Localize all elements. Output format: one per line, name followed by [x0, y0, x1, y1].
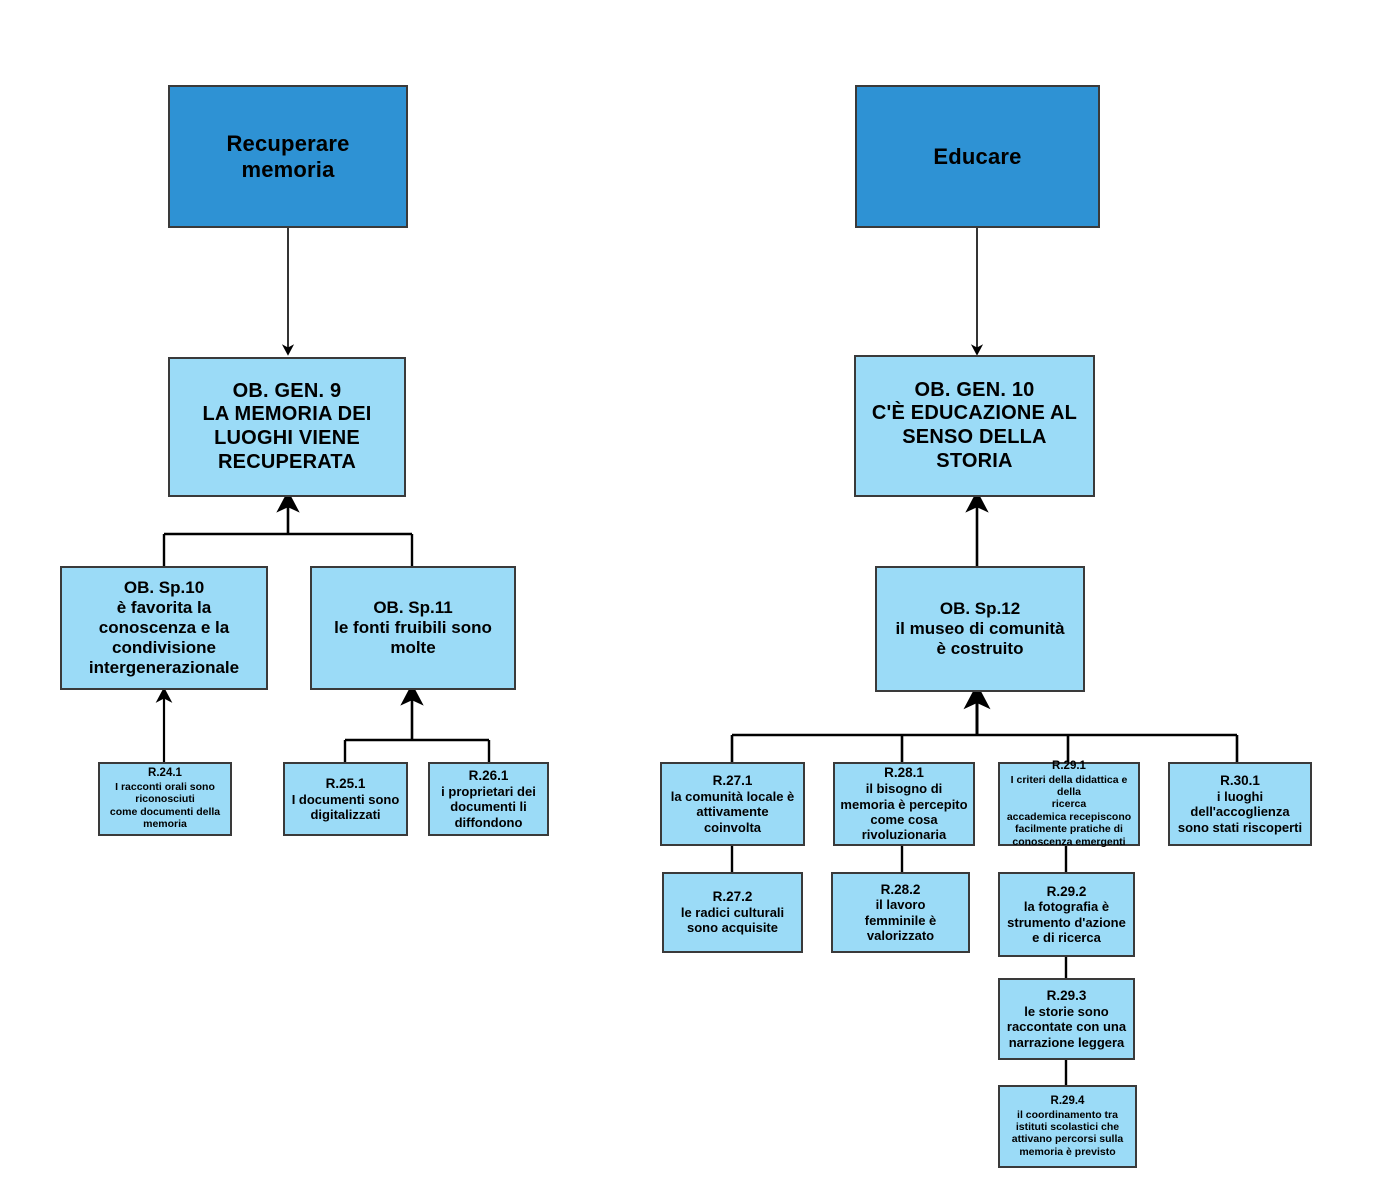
node-r-27-1-body: la comunità locale è attivamente coinvol…	[670, 788, 795, 835]
node-ob-sp-11-body: le fonti fruibili sono molte	[334, 617, 492, 658]
node-r-29-1-body: I criteri della didattica e della ricerc…	[1006, 773, 1132, 848]
node-r-30-1-body: i luoghi dell'accoglienza sono stati ris…	[1177, 788, 1303, 835]
node-ob-sp-11[interactable]: OB. Sp.11 le fonti fruibili sono molte	[310, 566, 516, 690]
node-r-27-1-title: R.27.1	[712, 773, 753, 789]
edge-r251-r261-to-sp11	[343, 683, 491, 762]
node-left-root[interactable]: Recuperare memoria	[168, 85, 408, 228]
node-r-25-1-title: R.25.1	[325, 775, 366, 791]
node-r-25-1-body: I documenti sono digitalizzati	[291, 791, 400, 822]
node-r-28-1[interactable]: R.28.1 il bisogno di memoria è percepito…	[833, 762, 975, 846]
node-r-28-2-body: il lavoro femminile è valorizzato	[864, 897, 937, 944]
node-r-26-1-body: i proprietari dei documenti li diffondon…	[441, 783, 536, 830]
node-r-28-1-title: R.28.1	[884, 765, 924, 781]
node-r-25-1[interactable]: R.25.1 I documenti sono digitalizzati	[283, 762, 408, 836]
node-ob-sp-12[interactable]: OB. Sp.12 il museo di comunità è costrui…	[875, 566, 1085, 692]
node-ob-gen-10[interactable]: OB. GEN. 10 C'È EDUCAZIONE AL SENSO DELL…	[854, 355, 1095, 497]
node-r-29-3[interactable]: R.29.3 le storie sono raccontate con una…	[998, 978, 1135, 1060]
node-r-27-2-body: le radici culturali sono acquisite	[680, 905, 785, 936]
node-r-29-4[interactable]: R.29.4 il coordinamento tra istituti sco…	[998, 1085, 1137, 1168]
node-r-27-1[interactable]: R.27.1 la comunità locale è attivamente …	[660, 762, 805, 846]
node-r-26-1[interactable]: R.26.1 i proprietari dei documenti li di…	[428, 762, 549, 836]
node-r-26-1-title: R.26.1	[468, 768, 509, 784]
edge-left-sp-bus-to-gen9	[162, 490, 414, 566]
node-ob-sp-12-title: OB. Sp.12	[939, 598, 1021, 618]
node-right-root[interactable]: Educare	[855, 85, 1100, 228]
node-r-30-1[interactable]: R.30.1 i luoghi dell'accoglienza sono st…	[1168, 762, 1312, 846]
node-r-24-1[interactable]: R.24.1 I racconti orali sono riconosciut…	[98, 762, 232, 836]
node-ob-sp-12-body: il museo di comunità è costruito	[895, 618, 1065, 659]
node-r-29-2-body: la fotografia è strumento d'azione e di …	[1007, 899, 1126, 946]
node-ob-gen-9-body: LA MEMORIA DEI LUOGHI VIENE RECUPERATA	[202, 403, 372, 473]
node-r-30-1-title: R.30.1	[1220, 773, 1260, 789]
node-r-27-2[interactable]: R.27.2 le radici culturali sono acquisit…	[662, 872, 803, 953]
node-left-root-label: Recuperare memoria	[226, 130, 350, 182]
node-r-24-1-body: I racconti orali sono riconosciuti come …	[109, 781, 221, 831]
node-ob-sp-10-body: è favorita la conoscenza e la condivisio…	[88, 597, 240, 678]
node-ob-sp-11-title: OB. Sp.11	[373, 597, 453, 617]
node-r-29-4-title: R.29.4	[1050, 1094, 1085, 1107]
node-r-29-3-body: le storie sono raccontate con una narraz…	[1006, 1003, 1127, 1050]
node-r-29-1-title: R.29.1	[1052, 760, 1086, 773]
node-ob-gen-9-title: OB. GEN. 9	[232, 379, 342, 402]
node-r-27-2-title: R.27.2	[712, 889, 753, 905]
node-ob-gen-10-title: OB. GEN. 10	[914, 378, 1035, 401]
node-r-29-4-body: il coordinamento tra istituti scolastici…	[1011, 1108, 1124, 1158]
node-ob-gen-10-body: C'È EDUCAZIONE AL SENSO DELLA STORIA	[871, 402, 1078, 472]
node-r-28-2[interactable]: R.28.2 il lavoro femminile è valorizzato	[831, 872, 970, 953]
node-r-28-2-title: R.28.2	[880, 881, 921, 897]
node-r-29-2[interactable]: R.29.2 la fotografia è strumento d'azion…	[998, 872, 1135, 957]
node-r-28-1-body: il bisogno di memoria è percepito come c…	[840, 781, 968, 843]
node-ob-gen-9[interactable]: OB. GEN. 9 LA MEMORIA DEI LUOGHI VIENE R…	[168, 357, 406, 497]
node-right-root-label: Educare	[933, 143, 1022, 169]
node-r-29-3-title: R.29.3	[1046, 988, 1087, 1004]
edge-results-bus-to-sp12	[730, 683, 1239, 762]
node-r-24-1-title: R.24.1	[148, 767, 182, 780]
node-ob-sp-10-title: OB. Sp.10	[123, 577, 205, 597]
node-r-29-1[interactable]: R.29.1 I criteri della didattica e della…	[998, 760, 1140, 848]
node-ob-sp-10[interactable]: OB. Sp.10 è favorita la conoscenza e la …	[60, 566, 268, 690]
node-r-29-2-title: R.29.2	[1046, 883, 1087, 899]
